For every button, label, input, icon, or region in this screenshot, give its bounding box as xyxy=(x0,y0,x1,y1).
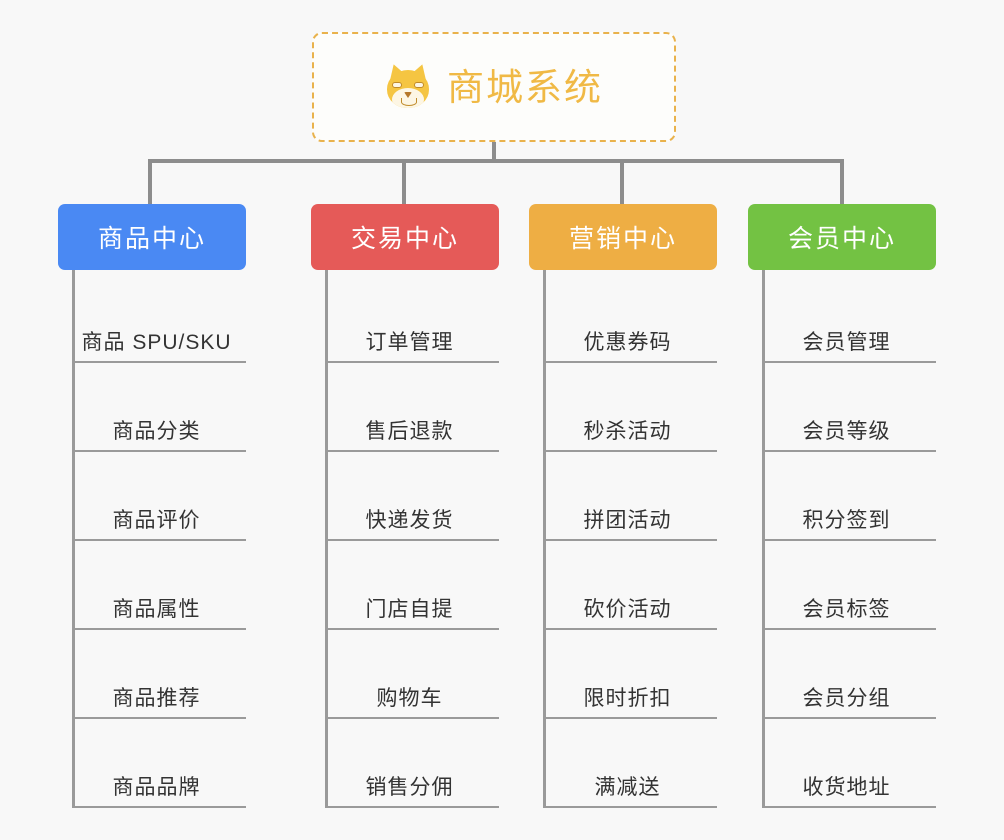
leaf-item[interactable]: 会员标签 xyxy=(765,541,936,630)
leaf-label: 砍价活动 xyxy=(583,598,672,621)
leaf-label: 门店自提 xyxy=(365,598,454,621)
leaf-label: 售后退款 xyxy=(365,420,454,443)
leaf-item[interactable]: 优惠券码 xyxy=(546,270,717,363)
leaf-list-marketing: 优惠券码 秒杀活动 拼团活动 砍价活动 限时折扣 满减送 xyxy=(543,270,717,808)
leaf-item[interactable]: 秒杀活动 xyxy=(546,363,717,452)
branch-column-member: 会员中心 会员管理 会员等级 积分签到 会员标签 会员分组 收货地址 xyxy=(748,204,936,808)
branch-header-label: 营销中心 xyxy=(568,225,677,253)
leaf-item[interactable]: 快递发货 xyxy=(328,452,499,541)
leaf-label: 拼团活动 xyxy=(583,509,672,532)
leaf-label: 秒杀活动 xyxy=(583,420,672,443)
branch-column-marketing: 营销中心 优惠券码 秒杀活动 拼团活动 砍价活动 限时折扣 满减送 xyxy=(529,204,717,808)
leaf-item[interactable]: 购物车 xyxy=(328,630,499,719)
leaf-item[interactable]: 门店自提 xyxy=(328,541,499,630)
leaf-label: 购物车 xyxy=(376,687,443,710)
leaf-item[interactable]: 拼团活动 xyxy=(546,452,717,541)
branch-column-product: 商品中心 商品 SPU/SKU 商品分类 商品评价 商品属性 商品推荐 商品品牌 xyxy=(58,204,246,808)
leaf-label: 收货地址 xyxy=(802,776,891,799)
leaf-label: 商品属性 xyxy=(112,598,201,621)
leaf-label: 销售分佣 xyxy=(365,776,454,799)
leaf-item[interactable]: 满减送 xyxy=(546,719,717,808)
leaf-label: 会员管理 xyxy=(802,331,891,354)
leaf-label: 会员等级 xyxy=(802,420,891,443)
leaf-item[interactable]: 会员分组 xyxy=(765,630,936,719)
connector-horizontal-bus xyxy=(148,159,844,163)
leaf-label: 商品分类 xyxy=(112,420,201,443)
leaf-item[interactable]: 砍价活动 xyxy=(546,541,717,630)
leaf-label: 会员标签 xyxy=(802,598,891,621)
connector-branch-4 xyxy=(840,159,844,206)
leaf-item[interactable]: 订单管理 xyxy=(328,270,499,363)
connector-branch-3 xyxy=(620,159,624,206)
leaf-item[interactable]: 限时折扣 xyxy=(546,630,717,719)
branch-header-marketing[interactable]: 营销中心 xyxy=(529,204,717,270)
branch-header-label: 会员中心 xyxy=(787,225,896,253)
leaf-list-trade: 订单管理 售后退款 快递发货 门店自提 购物车 销售分佣 xyxy=(325,270,499,808)
leaf-label: 商品 SPU/SKU xyxy=(81,331,232,354)
leaf-label: 订单管理 xyxy=(365,331,454,354)
leaf-label: 商品推荐 xyxy=(112,687,201,710)
leaf-item[interactable]: 收货地址 xyxy=(765,719,936,808)
leaf-list-member: 会员管理 会员等级 积分签到 会员标签 会员分组 收货地址 xyxy=(762,270,936,808)
branch-header-label: 交易中心 xyxy=(350,225,459,253)
leaf-item[interactable]: 商品评价 xyxy=(75,452,246,541)
leaf-label: 优惠券码 xyxy=(583,331,672,354)
leaf-item[interactable]: 销售分佣 xyxy=(328,719,499,808)
leaf-item[interactable]: 商品属性 xyxy=(75,541,246,630)
leaf-label: 积分签到 xyxy=(802,509,891,532)
leaf-item[interactable]: 积分签到 xyxy=(765,452,936,541)
leaf-item[interactable]: 会员等级 xyxy=(765,363,936,452)
shiba-inu-dog-icon xyxy=(385,61,431,110)
connector-branch-1 xyxy=(148,159,152,206)
connector-root-stem xyxy=(492,142,496,162)
branch-header-trade[interactable]: 交易中心 xyxy=(311,204,499,270)
branch-header-product[interactable]: 商品中心 xyxy=(58,204,246,270)
branch-header-label: 商品中心 xyxy=(97,225,206,253)
leaf-label: 商品品牌 xyxy=(112,776,201,799)
leaf-item[interactable]: 商品推荐 xyxy=(75,630,246,719)
branch-header-member[interactable]: 会员中心 xyxy=(748,204,936,270)
leaf-item[interactable]: 商品 SPU/SKU xyxy=(75,270,246,363)
root-title: 商城系统 xyxy=(447,66,603,108)
connector-branch-2 xyxy=(402,159,406,206)
branch-column-trade: 交易中心 订单管理 售后退款 快递发货 门店自提 购物车 销售分佣 xyxy=(311,204,499,808)
root-node[interactable]: 商城系统 xyxy=(312,32,676,142)
leaf-item[interactable]: 商品分类 xyxy=(75,363,246,452)
leaf-item[interactable]: 会员管理 xyxy=(765,270,936,363)
leaf-item[interactable]: 售后退款 xyxy=(328,363,499,452)
leaf-label: 会员分组 xyxy=(802,687,891,710)
leaf-label: 限时折扣 xyxy=(583,687,672,710)
leaf-label: 商品评价 xyxy=(112,509,201,532)
leaf-item[interactable]: 商品品牌 xyxy=(75,719,246,808)
leaf-list-product: 商品 SPU/SKU 商品分类 商品评价 商品属性 商品推荐 商品品牌 xyxy=(72,270,246,808)
leaf-label: 满减送 xyxy=(594,776,661,799)
leaf-label: 快递发货 xyxy=(365,509,454,532)
